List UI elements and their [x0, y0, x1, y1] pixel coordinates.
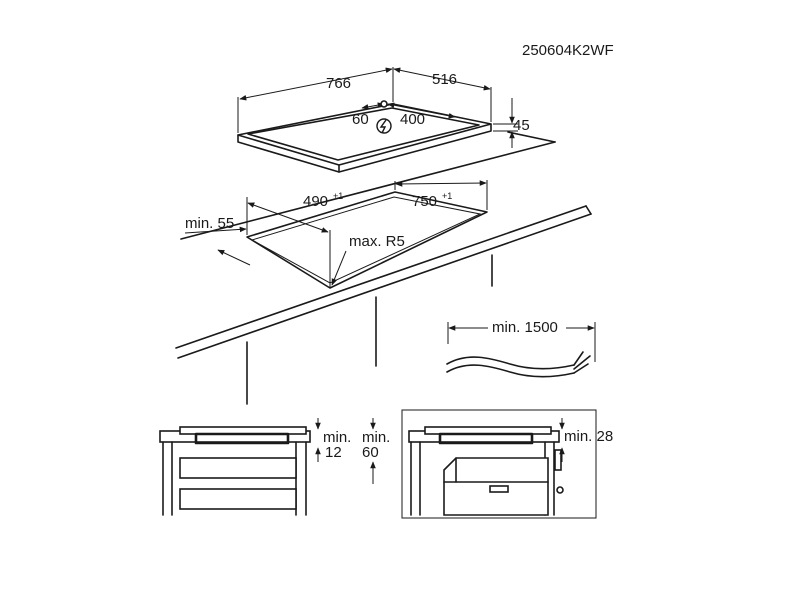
- power-connection-icon: [376, 118, 392, 134]
- hob-depth-label: 516: [432, 71, 457, 88]
- cutout-width-label: 750: [412, 193, 437, 210]
- hob-height-label: 45: [513, 117, 530, 134]
- cutout-width-tolerance: +1: [442, 191, 452, 201]
- hob-width-label: 766: [326, 75, 351, 92]
- hob-drawing: [237, 67, 518, 173]
- worktop-drawing: [175, 131, 592, 405]
- gap-large-label-b: 60: [362, 444, 379, 461]
- connection-right-label: 400: [400, 111, 425, 128]
- connection-left-label: 60: [352, 111, 369, 128]
- detail-left-drawing: [159, 418, 376, 516]
- cable-drawing: [446, 322, 596, 378]
- cutout-depth-label: 490: [303, 193, 328, 210]
- gap-oven-label: min. 28: [564, 428, 613, 445]
- detail-right-drawing: [401, 409, 597, 519]
- cutout-depth-tolerance: +1: [333, 191, 343, 201]
- cutout-radius-label: max. R5: [349, 233, 405, 250]
- gap-small-label-b: 12: [325, 444, 342, 461]
- gap-small-label-a: min.: [323, 429, 351, 446]
- reference-code: 250604K2WF: [522, 42, 614, 59]
- gap-large-label-a: min.: [362, 429, 390, 446]
- cable-length-label: min. 1500: [492, 319, 558, 336]
- cutout-front-edge-label: min. 55: [185, 215, 234, 232]
